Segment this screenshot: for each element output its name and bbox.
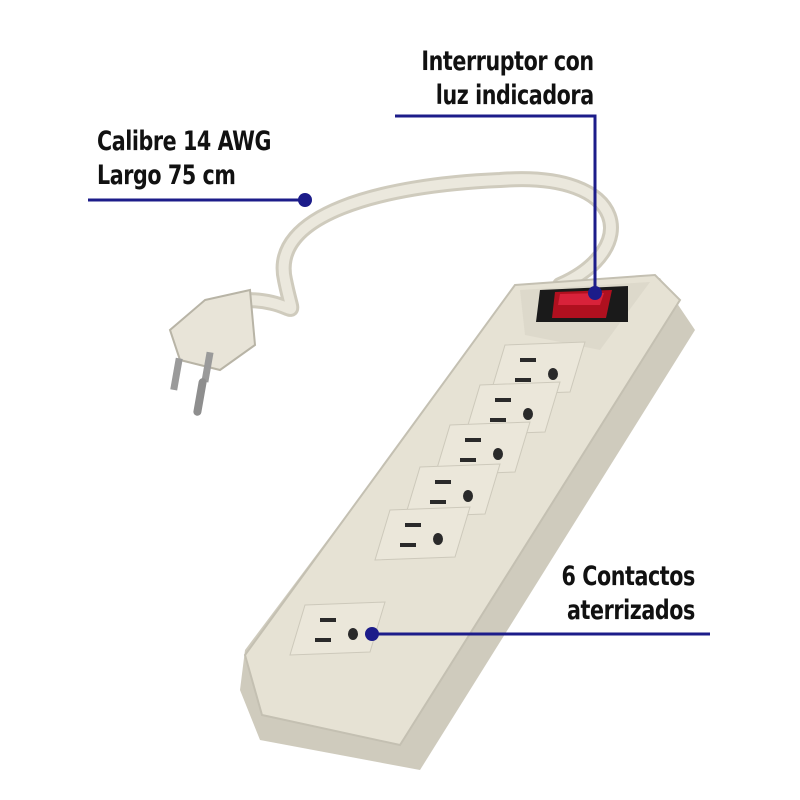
callout-switch-line1: Interruptor con (421, 46, 595, 77)
callout-cable-line2: Largo 75 cm (97, 160, 236, 191)
outlet (404, 463, 501, 518)
callout-dot-switch (588, 286, 602, 300)
callout-dot-outlets (365, 627, 379, 641)
outlet (374, 506, 471, 561)
callout-switch: Interruptor con luz indicadora (421, 45, 595, 113)
callout-cable: Calibre 14 AWG Largo 75 cm (97, 125, 271, 193)
callout-switch-line2: luz indicadora (436, 80, 594, 111)
outlet (464, 381, 561, 436)
power-switch (536, 286, 628, 322)
callout-line-switch (395, 114, 597, 293)
power-strip-body (240, 273, 695, 770)
outlet (489, 341, 586, 396)
outlets (289, 341, 586, 656)
callout-outlets: 6 Contactos aterrizados (561, 560, 696, 628)
callout-outlets-line1: 6 Contactos (561, 561, 696, 592)
callout-cable-line1: Calibre 14 AWG (97, 126, 272, 157)
callout-outlets-line2: aterrizados (567, 595, 695, 626)
plug (168, 288, 257, 416)
outlet (434, 421, 531, 476)
callout-dot-cable (298, 193, 312, 207)
outlet (289, 601, 386, 656)
